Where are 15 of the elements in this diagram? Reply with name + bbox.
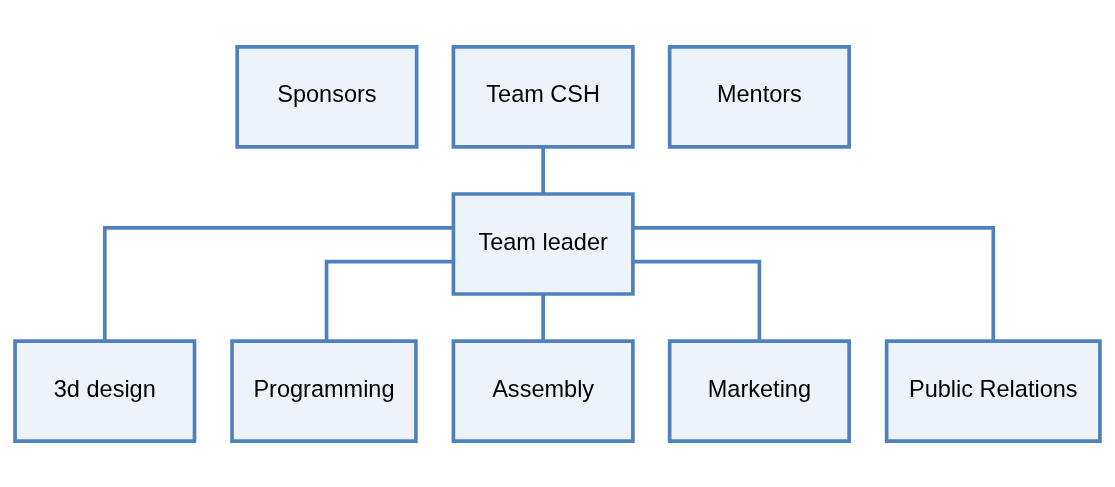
connector: [541, 293, 545, 341]
node-box: Assembly: [451, 338, 635, 443]
connector: [324, 259, 454, 341]
node-box: Team leader: [451, 191, 635, 296]
connector: [102, 225, 454, 341]
node-box: Marketing: [667, 338, 851, 443]
node-box: Mentors: [667, 44, 851, 149]
node-box: 3d design: [13, 338, 197, 443]
node-box: Programming: [230, 338, 418, 443]
node-box: Public Relations: [884, 338, 1102, 443]
connector: [633, 259, 762, 341]
node-box: Sponsors: [235, 44, 419, 149]
connector: [633, 225, 996, 341]
node-box: Team CSH: [451, 44, 635, 149]
connector: [541, 146, 545, 193]
